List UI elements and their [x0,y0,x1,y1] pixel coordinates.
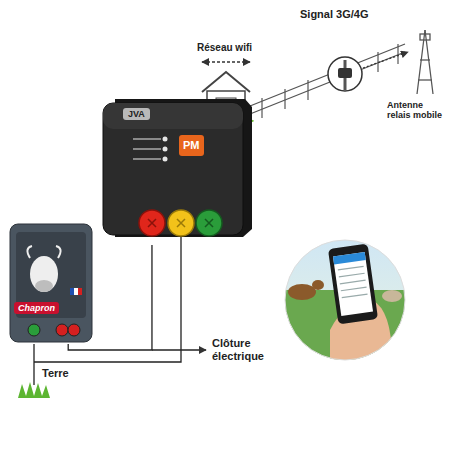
cow-head [30,256,58,292]
grass-icon [18,382,50,398]
fence-post [284,89,285,109]
terminal-screw [148,219,156,227]
signal-arrow [363,52,408,68]
indicator-line [133,158,161,160]
fence-post [307,80,308,100]
antenna-tower [417,30,433,94]
phone-photo [280,235,410,370]
phone-lines [338,266,368,297]
terminal [56,324,68,336]
flag [70,288,74,295]
gsm-box [338,68,352,78]
device-top [103,103,243,129]
indicator-line [133,138,161,140]
terminal [28,324,40,336]
phone-header [333,252,366,264]
device-label: Chapron [14,302,59,314]
device-body [10,224,92,342]
magnifier [328,57,362,91]
annotation-label: Antenne relais mobile [387,100,449,121]
phone-screen [333,252,373,316]
cow-head [312,280,324,290]
annotation-label: Terre [42,367,69,380]
fence-rail [250,44,405,106]
terminal [139,210,165,236]
phone [328,244,378,325]
cow [382,290,402,302]
house-roof [202,72,250,92]
tower-bar [418,79,432,80]
terminal-screw [177,219,185,227]
device-label: PM [179,135,204,156]
device-label: JVA [123,108,150,120]
indicator-line [133,148,161,150]
annotation-label: Réseau wifi [197,42,252,54]
antenna-panel [420,34,430,40]
fence-wire [152,349,206,350]
indicator-led [163,147,168,152]
cow-muzzle [35,280,53,292]
magnifier-circle [328,57,362,91]
fence-post [261,98,262,118]
device-drawing [8,222,94,344]
terminal [68,324,80,336]
indicator-led [163,157,168,162]
grass [18,382,50,398]
wifi-arrow [202,61,250,62]
annotation-label: Clôture électrique [212,337,284,362]
device-front [103,103,243,235]
terminal-screw [205,219,213,227]
terminal [196,210,222,236]
cow [288,284,316,300]
fence [250,44,405,118]
flag [78,288,82,295]
energizer-device: Chapron [8,222,94,344]
device-drawing [95,95,255,245]
fence-post [397,44,398,64]
terminal [168,210,194,236]
photo-border [285,240,405,360]
fence-rail [250,52,405,114]
earth-wire [33,344,34,385]
annotation-label: Signal 3G/4G [300,8,368,21]
tower-bar [420,59,430,60]
indicator-led [163,137,168,142]
flag [74,288,78,295]
monitor-device: JVA PM [95,95,255,245]
